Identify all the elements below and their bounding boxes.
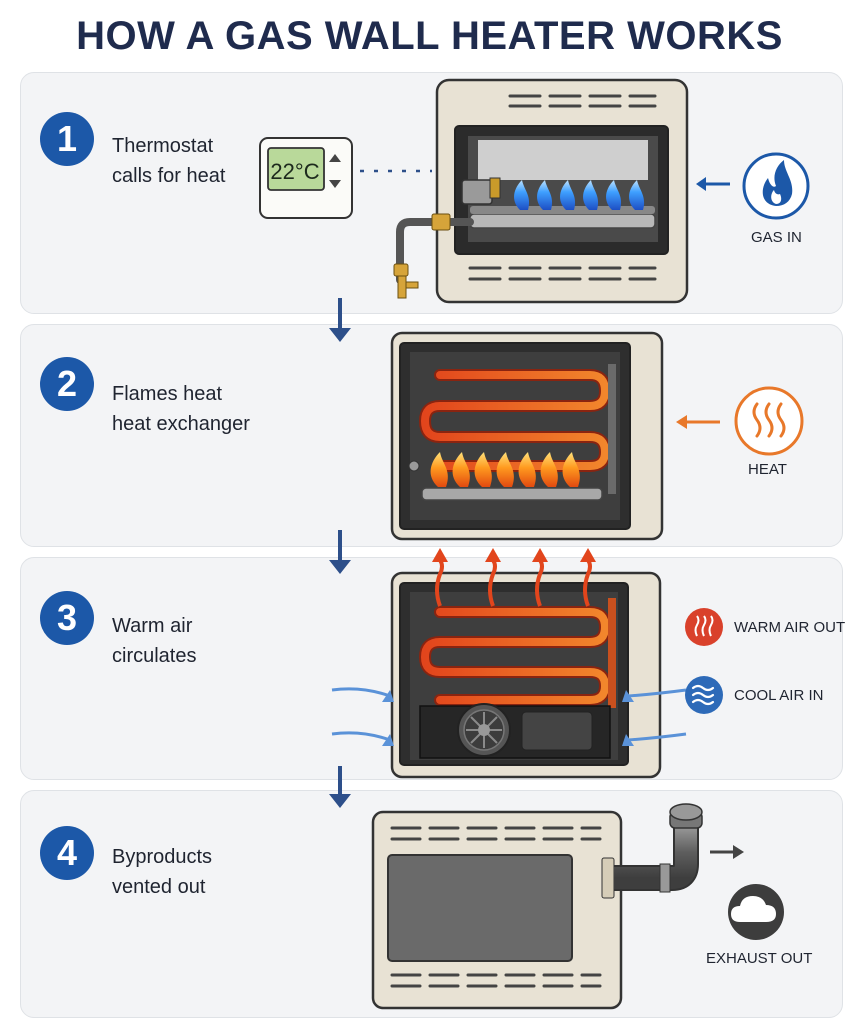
vent-pipe bbox=[614, 803, 703, 893]
step-1-badge: 1 bbox=[40, 112, 94, 166]
blue-flames bbox=[514, 180, 645, 210]
step-2-text: Flames heat heat exchanger bbox=[112, 379, 250, 439]
orange-flames bbox=[430, 452, 580, 487]
gas-in-arrow bbox=[696, 177, 730, 191]
flow-arrow-2 bbox=[329, 530, 351, 574]
heat-arrow bbox=[676, 415, 720, 429]
step-2-line1: Flames heat bbox=[112, 383, 223, 405]
step-2-line2: heat exchanger bbox=[112, 413, 250, 435]
step-2-badge: 2 bbox=[40, 357, 94, 411]
step-3-badge: 3 bbox=[40, 591, 94, 645]
thermostat-temperature: 22°C bbox=[270, 159, 320, 184]
flame-icon bbox=[742, 152, 810, 220]
flow-arrow-1 bbox=[329, 298, 351, 342]
step-3-line1: Warm air bbox=[112, 615, 193, 637]
cool-air-icon bbox=[685, 676, 723, 714]
step-1-line1: Thermostat bbox=[112, 135, 214, 157]
step-4-text: Byproducts vented out bbox=[112, 842, 212, 902]
page-title: HOW A GAS WALL HEATER WORKS bbox=[76, 14, 783, 58]
warm-air-arrows bbox=[432, 548, 596, 607]
step-1-text: Thermostat calls for heat bbox=[112, 131, 225, 191]
cool-air-arrows bbox=[331, 687, 687, 746]
heater-3-illustration bbox=[390, 571, 662, 779]
cool-air-in-label: COOL AIR IN bbox=[734, 687, 824, 704]
exhaust-arrow bbox=[710, 845, 744, 859]
exhaust-out-label: EXHAUST OUT bbox=[706, 950, 813, 967]
step-1-line2: calls for heat bbox=[112, 165, 226, 187]
step-1-panel bbox=[20, 72, 843, 314]
heater-4-illustration bbox=[371, 810, 623, 1010]
step-4-badge: 4 bbox=[40, 826, 94, 880]
step-3-text: Warm air circulates bbox=[112, 611, 196, 671]
cloud-icon bbox=[728, 884, 784, 940]
gas-in-label: GAS IN bbox=[751, 229, 802, 246]
step-3-line2: circulates bbox=[112, 645, 197, 667]
heat-label: HEAT bbox=[748, 461, 787, 478]
step-4-line2: vented out bbox=[112, 876, 206, 898]
step-4-line1: Byproducts bbox=[112, 846, 213, 868]
heat-waves-icon bbox=[734, 386, 804, 456]
heater-2-illustration bbox=[390, 331, 664, 541]
heater-1-illustration bbox=[393, 78, 689, 304]
warm-air-out-label: WARM AIR OUT bbox=[734, 619, 846, 636]
thermostat-icon bbox=[259, 137, 353, 219]
warm-air-icon bbox=[685, 608, 723, 646]
flow-arrow-3 bbox=[329, 766, 351, 808]
